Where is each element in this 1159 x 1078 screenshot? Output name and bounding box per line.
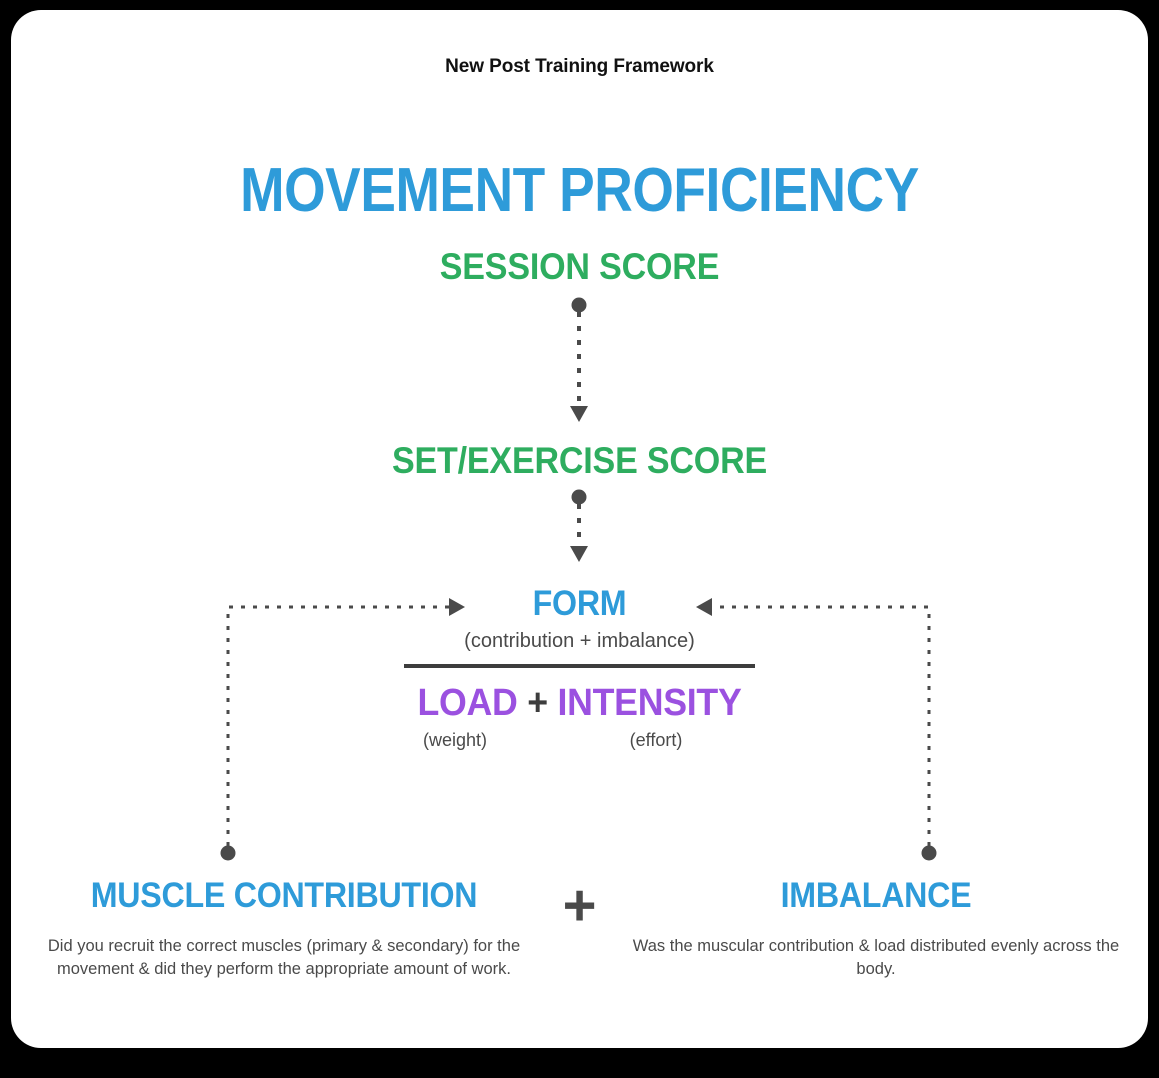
label-load: LOAD [417, 682, 518, 724]
page-title: New Post Training Framework [445, 56, 714, 77]
connector-start-dot-icon [220, 845, 236, 861]
subheading-session-score: SESSION SCORE [439, 246, 720, 287]
connector-start-dot-icon [571, 489, 587, 505]
arrow-left-icon [696, 598, 712, 616]
connector-start-dot-icon [571, 297, 587, 313]
connector-muscle-contribution-to-form [220, 598, 465, 861]
intensity-note: (effort) [629, 730, 683, 750]
bottom-plus-icon: + [562, 873, 597, 938]
heading-form: FORM [532, 584, 627, 623]
fraction-divider [404, 664, 755, 668]
description-muscle-contribution: Did you recruit the correct muscles (pri… [47, 937, 521, 979]
arrow-right-icon [449, 598, 465, 616]
heading-movement-proficiency: MOVEMENT PROFICIENCY [240, 156, 919, 225]
heading-imbalance: IMBALANCE [780, 876, 972, 915]
connector-set-to-form [570, 489, 588, 562]
form-note: (contribution + imbalance) [464, 630, 695, 652]
connector-start-dot-icon [921, 845, 937, 861]
connector-imbalance-to-form [696, 598, 937, 861]
connector-session-to-set [570, 297, 588, 422]
description-imbalance: Was the muscular contribution & load dis… [632, 937, 1120, 979]
heading-set-exercise-score: SET/EXERCISE SCORE [391, 440, 768, 481]
label-intensity: INTENSITY [557, 682, 742, 724]
load-note: (weight) [422, 730, 488, 750]
arrow-down-icon [570, 406, 588, 422]
connector-dotted-line [226, 605, 449, 846]
denominator-row: LOAD + INTENSITY [35, 684, 1124, 722]
arrow-down-icon [570, 546, 588, 562]
heading-muscle-contribution: MUSCLE CONTRIBUTION [90, 876, 478, 915]
denominator-plus-icon: + [527, 682, 548, 724]
framework-card [11, 10, 1148, 1048]
